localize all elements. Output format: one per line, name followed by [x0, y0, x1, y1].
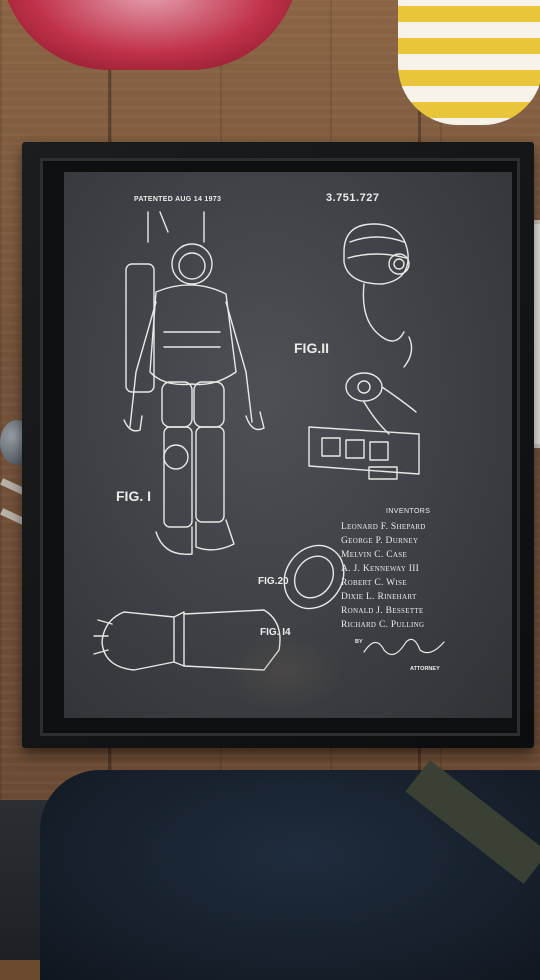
inventor-name: Ronald J. Bessette — [341, 606, 424, 616]
fig-14-label: FIG. I4 — [260, 627, 291, 638]
striped-mug-icon — [398, 0, 540, 125]
inventor-name: George P. Durney — [341, 536, 419, 546]
signature-mark — [363, 638, 445, 656]
patent-number: 3.751.727 — [326, 192, 380, 204]
fig-20-label: FIG.20 — [258, 576, 289, 587]
patent-poster: PATENTED AUG 14 1973 3.751.727 FIG. I FI… — [64, 172, 512, 718]
fig-1-label: FIG. I — [116, 488, 151, 504]
inventor-name: Robert C. Wise — [341, 578, 407, 588]
inventor-name: Leonard F. Shepard — [341, 522, 426, 532]
inventor-name: Dixie L. Rinehart — [341, 592, 417, 602]
attorney-label: ATTORNEY — [410, 666, 440, 672]
inventors-heading: INVENTORS — [386, 508, 431, 515]
by-label: BY — [355, 639, 363, 645]
glove-drawing — [93, 609, 281, 671]
belt-drawing — [308, 426, 420, 480]
inventor-name: Richard C. Pulling — [341, 620, 425, 630]
inventor-name: Melvin C. Case — [341, 550, 408, 560]
spacesuit-drawing — [93, 211, 445, 671]
fig-2-label: FIG.II — [294, 340, 329, 356]
astronaut-figure — [123, 211, 265, 556]
patented-date: PATENTED AUG 14 1973 — [134, 196, 222, 203]
inventor-name: A. J. Kenneway III — [341, 564, 420, 574]
ring-drawing — [283, 544, 345, 610]
picture-frame: PATENTED AUG 14 1973 3.751.727 FIG. I FI… — [22, 142, 534, 748]
helmet-drawing — [343, 223, 417, 435]
glass-reflection — [224, 632, 344, 712]
